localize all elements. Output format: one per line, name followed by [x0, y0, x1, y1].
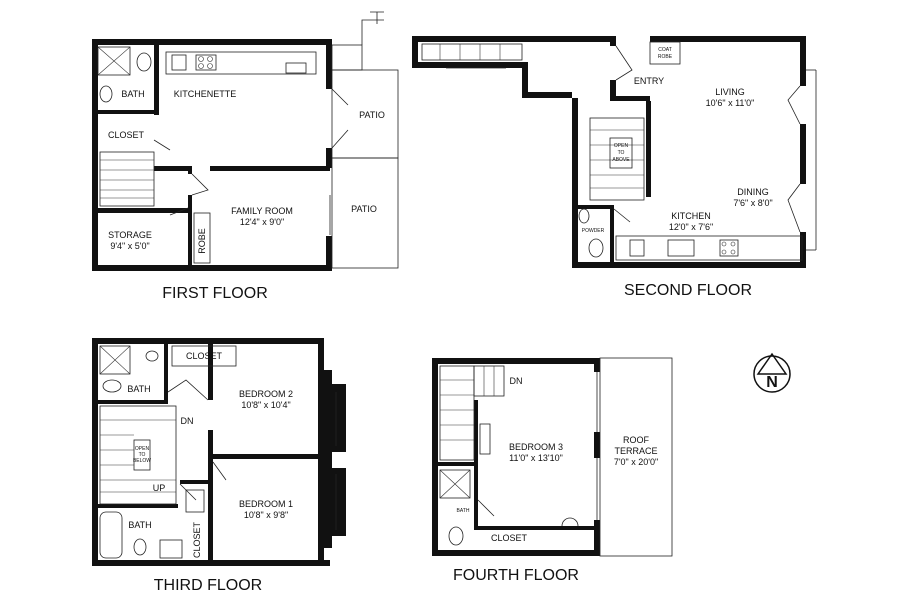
bedroom2-label: BEDROOM 2: [239, 389, 293, 399]
toilet: [133, 538, 147, 556]
first-floor-plan: BATH KITCHENETTE CLOSET STORAGE 9'4" x 5…: [92, 11, 399, 302]
compass-label: N: [766, 374, 778, 391]
first-bath-label: BATH: [121, 89, 144, 99]
robe-label: ROBE: [197, 228, 207, 254]
fourth-bath-label: BATH: [457, 508, 470, 514]
family-room-label: FAMILY ROOM: [231, 206, 293, 216]
kitchenette-label: KITCHENETTE: [174, 89, 237, 99]
fourth-dn-label: DN: [510, 376, 523, 386]
third-closet-top-label: CLOSET: [186, 351, 223, 361]
second-floor-title: SECOND FLOOR: [624, 282, 752, 299]
bathtub: [99, 511, 123, 559]
patio-bottom: [331, 157, 399, 269]
third-dn-label: DN: [181, 416, 194, 426]
roof-terrace-label-1: ROOF: [623, 435, 650, 445]
living-label: LIVING: [715, 87, 745, 97]
powder-label: POWDER: [582, 228, 605, 234]
open-to-above-3: ABOVE: [612, 157, 630, 163]
dining-dims: 7'6" x 8'0": [733, 198, 772, 208]
first-closet-label: CLOSET: [108, 130, 145, 140]
open-to-above-2: TO: [618, 150, 625, 156]
fourth-floor-title: FOURTH FLOOR: [453, 567, 579, 584]
bedroom2-dims: 10'8" x 10'4": [241, 400, 290, 410]
fourth-closet-label: CLOSET: [491, 533, 528, 543]
bedroom3-label: BEDROOM 3: [509, 442, 563, 452]
patio-top-label: PATIO: [359, 110, 385, 120]
open-to-below-3: BELOW: [133, 458, 151, 464]
storage-dims: 9'4" x 5'0": [110, 241, 149, 251]
stairs: [99, 405, 177, 505]
stairs: [439, 365, 505, 461]
third-up-label: UP: [153, 483, 166, 493]
roof-terrace-label-2: TERRACE: [614, 446, 657, 456]
bedroom1-dims: 10'8" x 9'8": [244, 510, 288, 520]
sink: [578, 208, 590, 224]
entry-label: ENTRY: [634, 76, 664, 86]
bedroom1-label: BEDROOM 1: [239, 499, 293, 509]
third-closet-bottom-label: CLOSET: [192, 521, 202, 558]
kitchen-dims: 12'0" x 7'6": [669, 222, 713, 232]
stairs: [99, 151, 155, 207]
kitchen-label: KITCHEN: [671, 211, 711, 221]
storage-label: STORAGE: [108, 230, 152, 240]
coat-robe-label-1: COAT: [658, 47, 672, 53]
third-floor-plan: CLOSET BATH BEDROOM 2 10'8" x 10'4" DN O…: [92, 338, 346, 594]
sink: [99, 85, 113, 103]
north-compass-icon: N: [753, 352, 791, 393]
open-to-above-1: OPEN: [614, 143, 629, 149]
kitchen-counter: [165, 51, 317, 75]
living-dims: 10'6" x 11'0": [706, 98, 755, 108]
toilet: [136, 52, 152, 72]
second-floor-plan: COAT ROBE ENTRY LIVING 10'6" x 11'0" OPE…: [412, 36, 817, 299]
third-floor-title: THIRD FLOOR: [154, 577, 262, 594]
open-to-below-2: TO: [139, 452, 146, 458]
fourth-floor-plan: DN BEDROOM 3 11'0" x 13'10" ROOF TERRACE…: [432, 357, 673, 584]
toilet: [588, 238, 604, 258]
roof-terrace: [599, 357, 673, 557]
third-bath-bottom-label: BATH: [128, 520, 151, 530]
shower: [97, 46, 131, 76]
roof-terrace-dims: 7'0" x 20'0": [614, 457, 658, 467]
dining-label: DINING: [737, 187, 769, 197]
first-floor-title: FIRST FLOOR: [162, 285, 268, 302]
bedroom3-dims: 11'0" x 13'10": [509, 453, 563, 463]
sink: [145, 350, 159, 362]
family-room-dims: 12'4" x 9'0": [240, 217, 284, 227]
coat-robe-label-2: ROBE: [658, 54, 673, 60]
third-bath-top-label: BATH: [127, 384, 150, 394]
toilet: [102, 379, 122, 393]
toilet: [448, 526, 464, 546]
patio-bottom-label: PATIO: [351, 204, 377, 214]
open-to-below-1: OPEN: [135, 446, 150, 452]
stairs: [421, 43, 645, 201]
kitchen-counter: [615, 235, 803, 261]
